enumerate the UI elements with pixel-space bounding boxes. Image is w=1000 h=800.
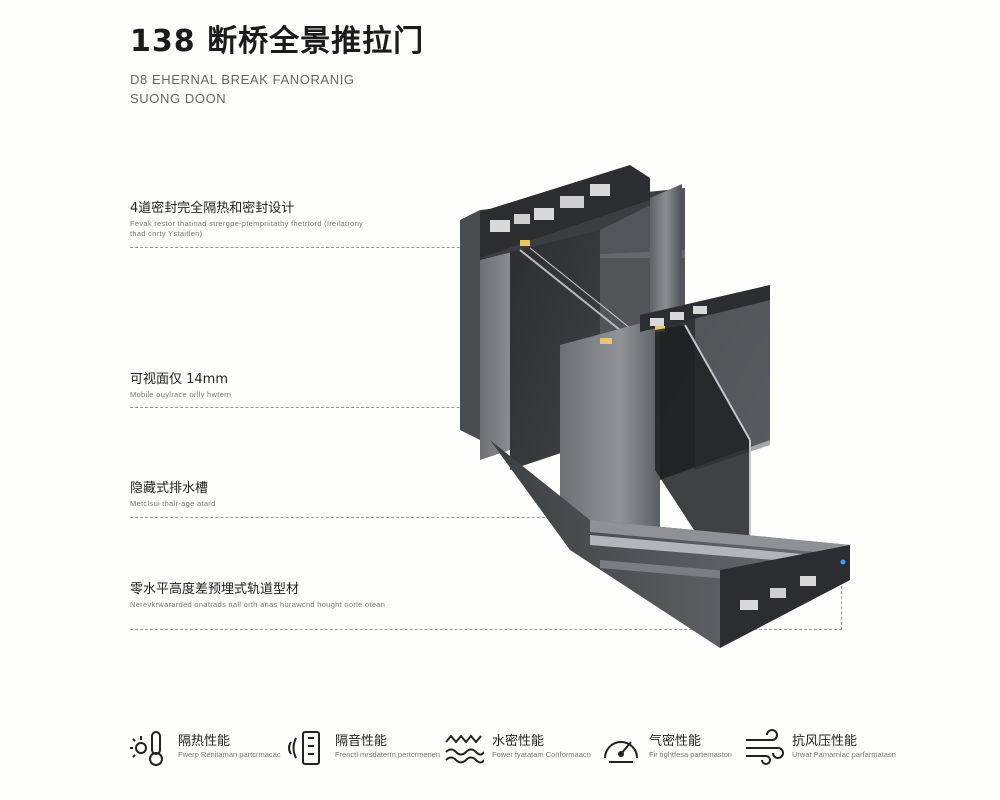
water-ripple-icon: [445, 734, 484, 764]
performance-thermal-desc: Fwerp Renitaman partcrmacac: [178, 750, 281, 759]
performance-water: 水密性能 Fower fyatatam Conformaacn: [444, 728, 594, 778]
feature-drainage-title: 隐藏式排水槽: [130, 481, 209, 496]
performance-air-desc: Fir tightfesa partemaston: [649, 750, 732, 759]
performance-acoustic: 隔音性能 Frenctl mrsdaterm pertcrmenen: [287, 728, 440, 778]
feature-track-title: 零水平高度差预埋式轨道型材: [130, 582, 300, 597]
performance-acoustic-desc: Frenctl mrsdaterm pertcrmenen: [335, 750, 441, 759]
feature-visible-face: 可视面仅 14mm Mobile ouylrace orlly hwtern: [130, 368, 430, 400]
feature-drainage-desc: Metclsui thalr-age atard: [130, 499, 216, 508]
performance-wind-label: 抗风压性能: [792, 734, 858, 749]
performance-wind: 抗风压性能 Urwat Pamarnlac parfarmatasn: [744, 728, 896, 778]
performance-thermal-label: 隔热性能: [178, 734, 231, 749]
performance-air: 气密性能 Fir tightfesa partemaston: [601, 728, 751, 778]
sound-wave-icon: [288, 731, 320, 765]
feature-drainage-leader: [130, 517, 610, 518]
performance-air-label: 气密性能: [649, 734, 702, 749]
gauge-icon: [604, 741, 638, 763]
feature-track-desc: Nerevkrwararded onatrads nall orth anas …: [130, 600, 386, 609]
feature-visible-face-desc: Mobile ouylrace orlly hwtern: [130, 390, 232, 399]
feature-track-leader-vertical: [841, 560, 842, 630]
feature-drainage: 隐藏式排水槽 Metclsui thalr-age atard: [130, 477, 430, 509]
performance-water-label: 水密性能: [492, 734, 545, 749]
feature-track: 零水平高度差预埋式轨道型材 Nerevkrwararded onatrads n…: [130, 578, 430, 610]
performance-water-desc: Fower fyatatam Conformaacn: [492, 750, 591, 759]
feature-seal-leader: [130, 247, 520, 248]
performance-thermal: 隔热性能 Fwerp Renitaman partcrmacac: [130, 728, 281, 778]
feature-track-leader: [130, 629, 842, 630]
performance-wind-desc: Urwat Pamarnlac parfarmatasn: [792, 750, 896, 759]
door-profile-illustration: [460, 165, 850, 648]
feature-visible-face-title: 可视面仅 14mm: [130, 372, 229, 387]
feature-seal-title: 4道密封完全隔热和密封设计: [130, 201, 295, 216]
performance-bar: 隔热性能 Fwerp Renitaman partcrmacac 隔音性能 Fr…: [130, 728, 896, 778]
performance-acoustic-label: 隔音性能: [335, 734, 388, 749]
wind-icon: [746, 729, 784, 765]
thermometer-sun-icon: [130, 731, 163, 766]
page-subtitle: D8 EHERNAL BREAK FANORANIG SUONG DOON: [130, 72, 355, 106]
feature-visible-face-leader: [130, 407, 570, 408]
feature-seal-desc: Fevak restor thatinad strergpe-ptempriit…: [130, 219, 364, 238]
feature-seal: 4道密封完全隔热和密封设计 Fevak restor thatinad stre…: [130, 197, 430, 239]
page-title: 138 断桥全景推拉门: [130, 24, 425, 59]
